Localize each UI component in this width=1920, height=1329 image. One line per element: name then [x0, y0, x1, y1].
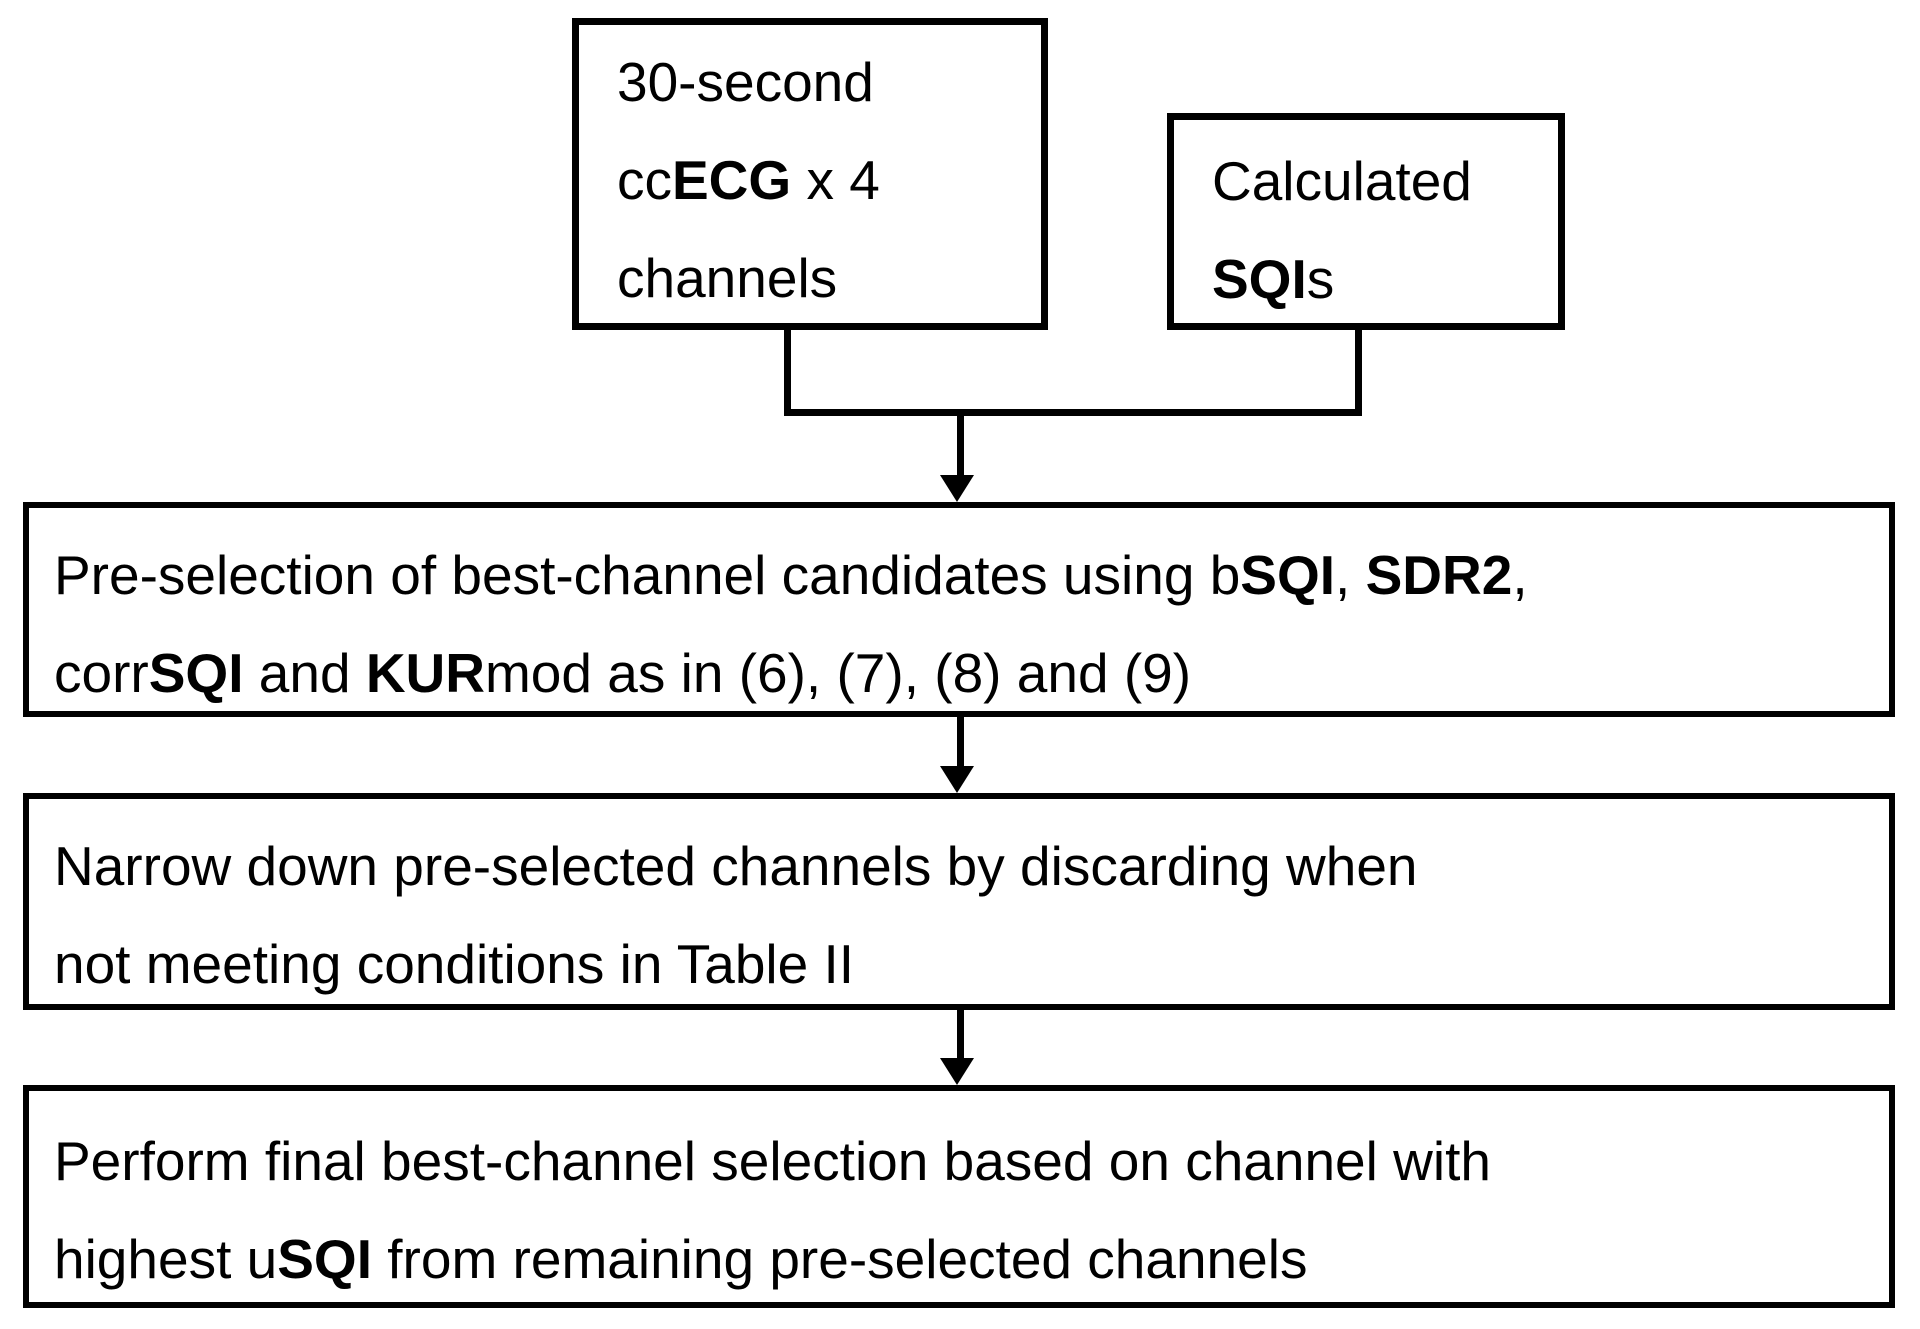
narrow-down-line-1: Narrow down pre-selected channels by dis…: [54, 835, 1418, 897]
sqi-input-box: Calculated SQIs: [1167, 113, 1565, 330]
connector-merge-horizontal-line: [784, 409, 1362, 416]
arrow-merge-to-preselection-stem: [957, 409, 964, 479]
arrow-narrow-to-final-head-icon: [940, 1058, 974, 1085]
final-selection-line-1: Perform final best-channel selection bas…: [54, 1130, 1491, 1192]
sqi-input-line-1: Calculated: [1212, 150, 1472, 212]
preselection-box: Pre-selection of best-channel candidates…: [23, 502, 1895, 717]
narrow-down-box: Narrow down pre-selected channels by dis…: [23, 793, 1895, 1010]
arrow-preselection-to-narrow-stem: [957, 714, 964, 770]
connector-sqi-drop-line: [1355, 327, 1362, 416]
ecg-input-line-3: channels: [617, 247, 838, 309]
ecg-input-line-2: ccECG x 4: [617, 149, 880, 211]
arrow-narrow-to-final-stem: [957, 1007, 964, 1063]
preselection-line-2: corrSQI and KURmod as in (6), (7), (8) a…: [54, 642, 1192, 704]
final-selection-box: Perform final best-channel selection bas…: [23, 1085, 1895, 1308]
ecg-input-box: 30-second ccECG x 4 channels: [572, 18, 1048, 330]
arrow-merge-to-preselection-head-icon: [940, 475, 974, 502]
ecg-input-line-1: 30-second: [617, 51, 874, 113]
final-selection-line-2: highest uSQI from remaining pre-selected…: [54, 1228, 1308, 1290]
preselection-line-1: Pre-selection of best-channel candidates…: [54, 544, 1528, 606]
narrow-down-line-2: not meeting conditions in Table II: [54, 933, 855, 995]
arrow-preselection-to-narrow-head-icon: [940, 766, 974, 793]
sqi-input-line-2: SQIs: [1212, 248, 1335, 310]
connector-ecg-drop-line: [784, 327, 791, 416]
